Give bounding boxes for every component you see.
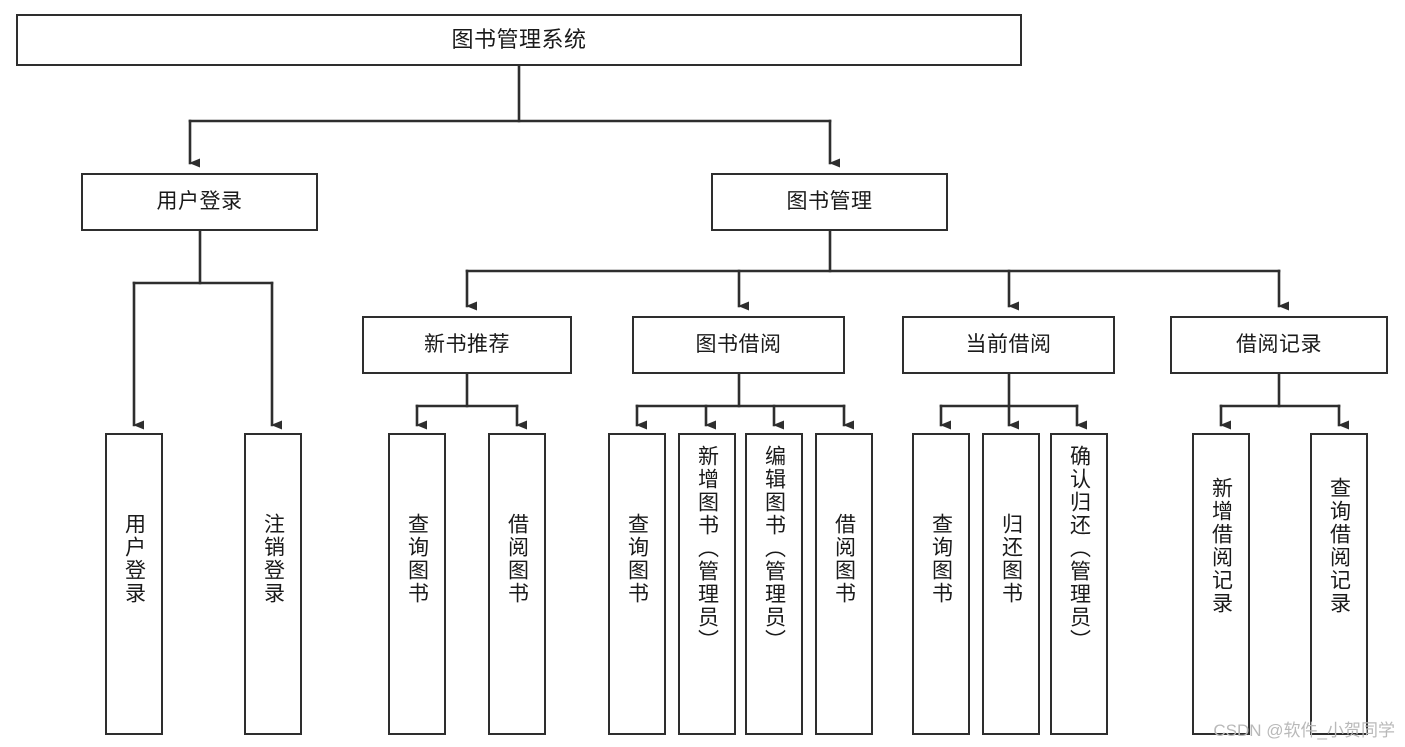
- node-label: 用户登录: [122, 513, 146, 605]
- node-root-book-management-system[interactable]: 图书管理系统: [16, 14, 1022, 66]
- node-book-management[interactable]: 图书管理: [711, 173, 948, 231]
- node-user-login[interactable]: 用户登录: [81, 173, 318, 231]
- leaf-query-book-current[interactable]: 查询图书: [912, 433, 970, 735]
- leaf-add-borrow-record[interactable]: 新增借阅记录: [1192, 433, 1250, 735]
- node-label: 图书借阅: [695, 332, 782, 356]
- watermark-text: CSDN @软件_小贺同学: [1213, 721, 1395, 740]
- node-label: 查询借阅记录: [1327, 477, 1351, 615]
- node-label: 归还图书: [999, 513, 1023, 605]
- node-label: 注销登录: [261, 513, 285, 605]
- leaf-confirm-return-admin[interactable]: 确认归还（管理员）: [1050, 433, 1108, 735]
- node-borrow-record[interactable]: 借阅记录: [1170, 316, 1388, 374]
- node-label: 用户登录: [156, 189, 243, 213]
- node-label: 借阅图书: [832, 513, 856, 605]
- node-label: 借阅记录: [1236, 332, 1322, 356]
- node-current-borrow[interactable]: 当前借阅: [902, 316, 1115, 374]
- node-label: 新增图书（管理员）: [695, 445, 719, 652]
- node-book-borrow[interactable]: 图书借阅: [632, 316, 845, 374]
- leaf-return-book[interactable]: 归还图书: [982, 433, 1040, 735]
- leaf-add-book-admin[interactable]: 新增图书（管理员）: [678, 433, 736, 735]
- node-label: 查询图书: [625, 513, 649, 605]
- node-label: 图书管理: [786, 189, 873, 213]
- node-label: 当前借阅: [965, 332, 1052, 356]
- node-new-book-recommend[interactable]: 新书推荐: [362, 316, 572, 374]
- node-label: 编辑图书（管理员）: [762, 445, 786, 652]
- leaf-borrow-book-borrow[interactable]: 借阅图书: [815, 433, 873, 735]
- leaf-user-login[interactable]: 用户登录: [105, 433, 163, 735]
- node-label: 查询图书: [929, 513, 953, 605]
- leaf-edit-book-admin[interactable]: 编辑图书（管理员）: [745, 433, 803, 735]
- node-label: 新书推荐: [424, 332, 510, 356]
- leaf-query-borrow-record[interactable]: 查询借阅记录: [1310, 433, 1368, 735]
- node-label: 借阅图书: [505, 513, 529, 605]
- node-label: 查询图书: [405, 513, 429, 605]
- leaf-borrow-book-recommend[interactable]: 借阅图书: [488, 433, 546, 735]
- leaf-query-book-recommend[interactable]: 查询图书: [388, 433, 446, 735]
- node-label: 新增借阅记录: [1209, 477, 1233, 615]
- node-label: 确认归还（管理员）: [1067, 445, 1091, 652]
- leaf-logout-login[interactable]: 注销登录: [244, 433, 302, 735]
- node-label: 图书管理系统: [451, 27, 587, 53]
- leaf-query-book-borrow[interactable]: 查询图书: [608, 433, 666, 735]
